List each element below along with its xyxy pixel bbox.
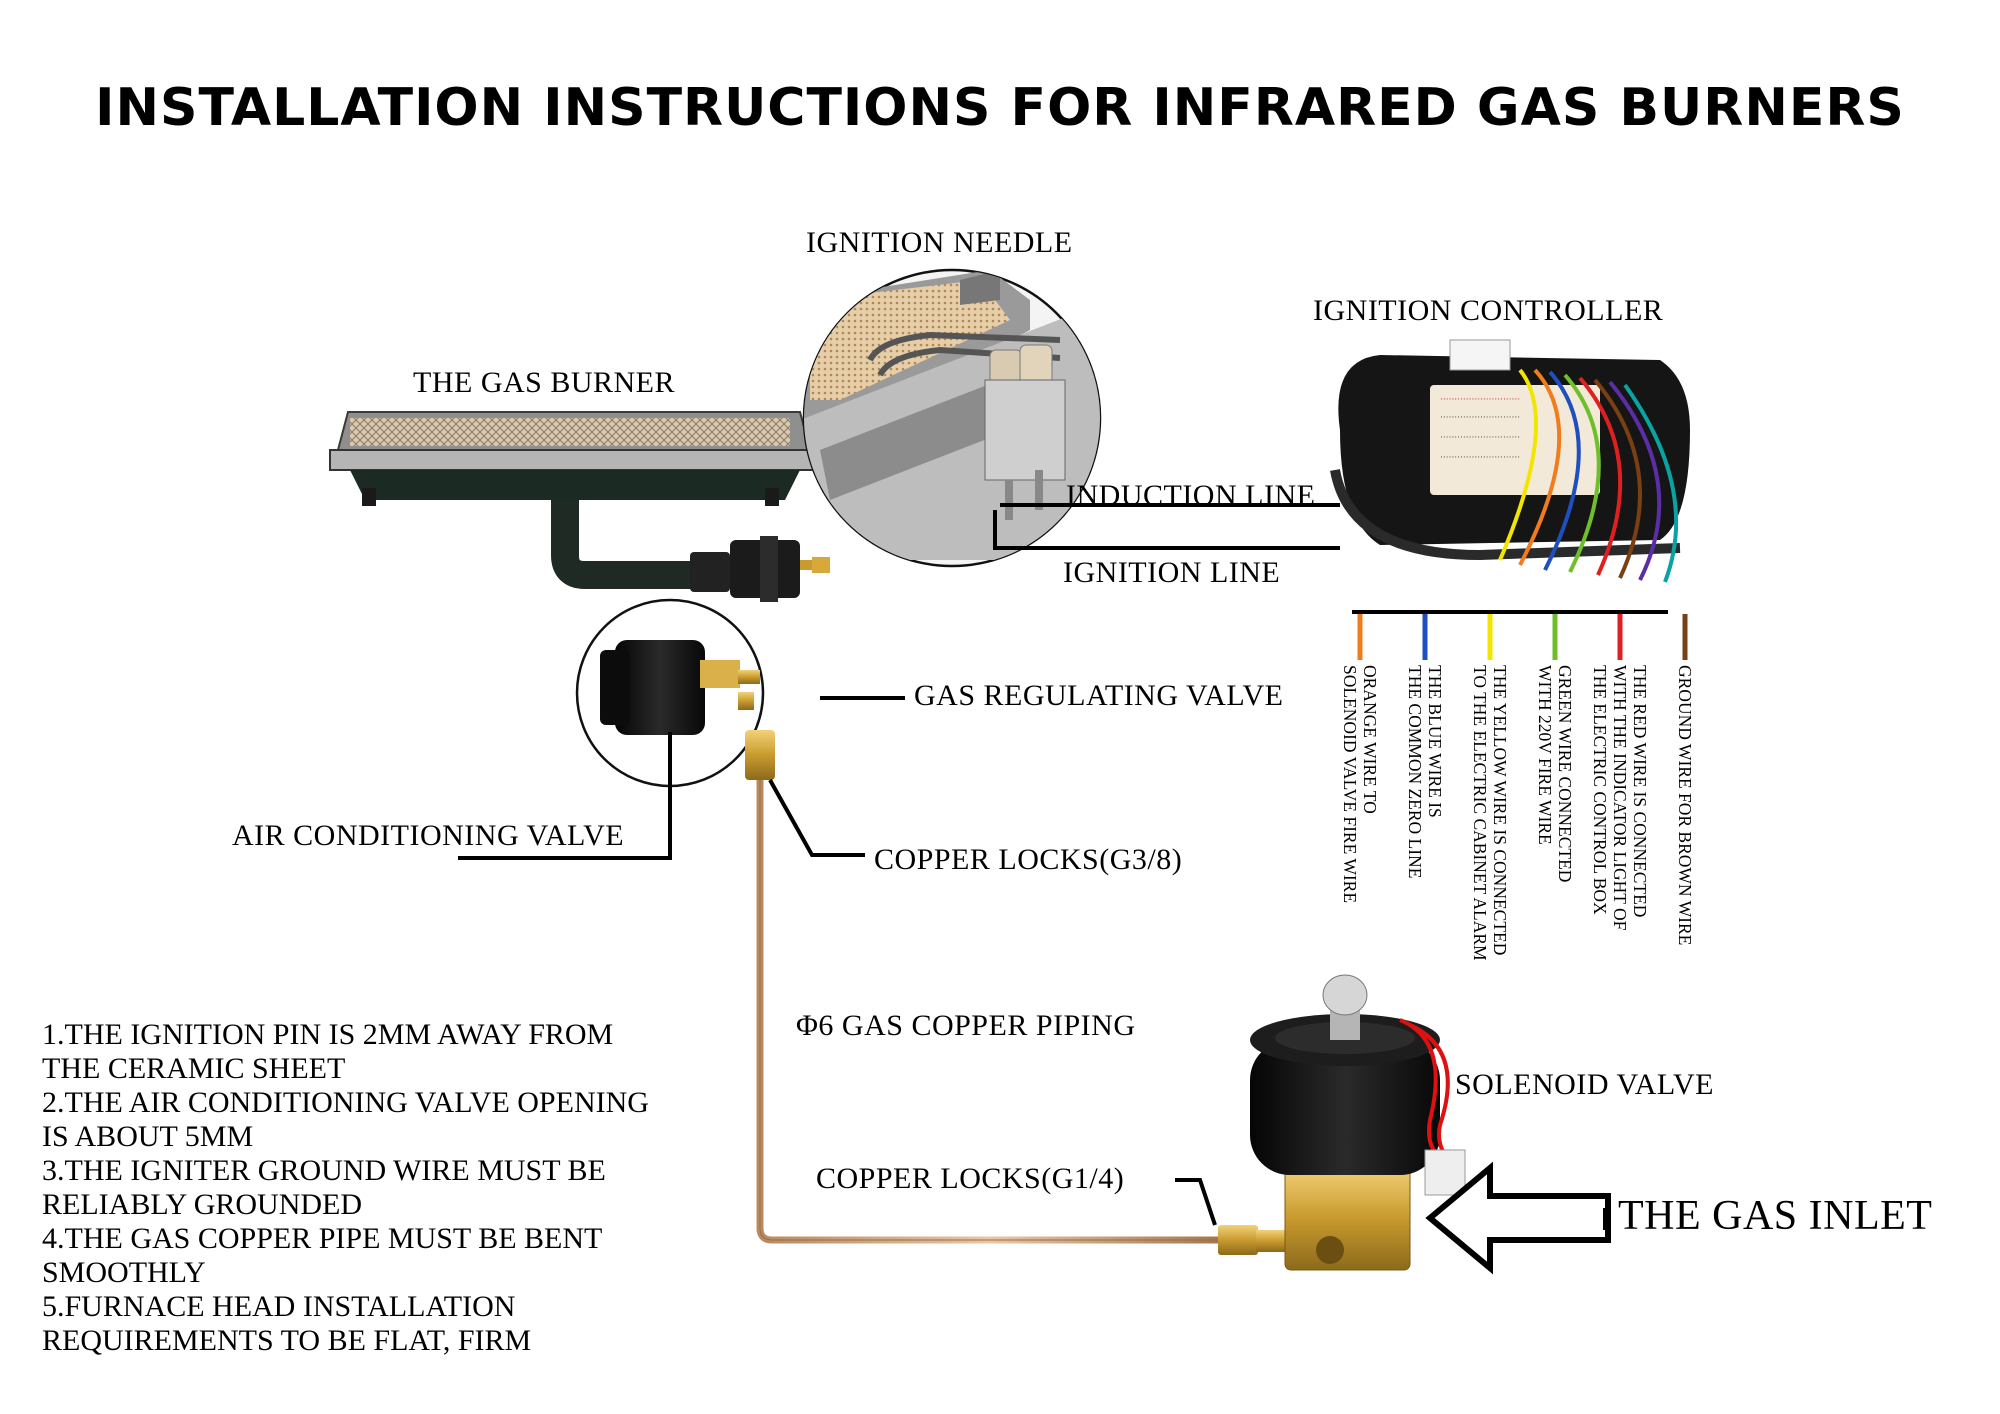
solenoid-valve-label: SOLENOID VALVE: [1455, 1068, 1714, 1101]
induction-line-label: INDUCTION LINE: [1066, 479, 1316, 512]
wire-color-stubs: [1357, 614, 1688, 660]
copper-locks-g14-label: COPPER LOCKS(G1/4): [816, 1162, 1125, 1195]
wire-label-line: THE BLUE WIRE IS: [1425, 665, 1445, 818]
note-line: THE CERAMIC SHEET: [42, 1052, 346, 1085]
wire-label-line: THE YELLOW WIRE IS CONNECTED: [1490, 665, 1510, 956]
copper-locks-g38-label: COPPER LOCKS(G3/8): [874, 843, 1183, 876]
wire-label-line: THE RED WIRE IS CONNECTED: [1630, 665, 1650, 918]
wire-label-5: GROUND WIRE FOR BROWN WIRE: [1675, 665, 1695, 945]
copper-locks-g38-leader: [768, 779, 865, 857]
ignition-controller-image: ···························· ···········…: [1330, 339, 1690, 583]
gas-regulating-valve-image: [575, 598, 765, 788]
wire-label-line: ORANGE WIRE TO: [1360, 665, 1380, 814]
leader-lines: [458, 503, 1668, 1230]
note-line: IS ABOUT 5MM: [42, 1120, 254, 1153]
ignition-line-leader: [993, 510, 1340, 550]
note-line: 4.THE GAS COPPER PIPE MUST BE BENT: [42, 1222, 603, 1255]
wire-label-line: WITH 220V FIRE WIRE: [1535, 665, 1555, 845]
note-line: REQUIREMENTS TO BE FLAT, FIRM: [42, 1324, 532, 1357]
note-line: 2.THE AIR CONDITIONING VALVE OPENING: [42, 1086, 649, 1119]
gas-burner-label: THE GAS BURNER: [413, 366, 676, 399]
gas-regulating-valve-label: GAS REGULATING VALVE: [914, 679, 1284, 712]
svg-text:····························: ····························: [1440, 395, 1520, 405]
note-line: 1.THE IGNITION PIN IS 2MM AWAY FROM: [42, 1018, 614, 1051]
copper-piping-label: Φ6 GAS COPPER PIPING: [796, 1009, 1136, 1042]
air-conditioning-valve-leader: [458, 732, 672, 860]
copper-pipe: [745, 730, 1286, 1255]
page-title: INSTALLATION INSTRUCTIONS FOR INFRARED G…: [95, 78, 1905, 138]
wire-label-line: THE ELECTRIC CONTROL BOX: [1590, 665, 1610, 915]
svg-text:····························: ····························: [1440, 433, 1520, 443]
svg-text:····························: ····························: [1440, 453, 1520, 463]
wire-label-line: THE COMMON ZERO LINE: [1405, 665, 1425, 879]
gas-burner-image: [329, 411, 830, 602]
note-line: RELIABLY GROUNDED: [42, 1188, 363, 1221]
note-line: 3.THE IGNITER GROUND WIRE MUST BE: [42, 1154, 606, 1187]
gas-inlet-label: THE GAS INLET: [1618, 1193, 1933, 1239]
air-conditioning-valve-label: AIR CONDITIONING VALVE: [232, 819, 625, 852]
ignition-line-label: IGNITION LINE: [1063, 556, 1281, 589]
gas-inlet-arrow: [1425, 1161, 1611, 1275]
wire-label-line: WITH THE INDICATOR LIGHT OF: [1610, 665, 1630, 931]
ignition-needle-image: [802, 268, 1102, 568]
wire-label-line: SOLENOID VALVE FIRE WIRE: [1340, 665, 1360, 904]
copper-locks-g14-leader: [1175, 1178, 1217, 1226]
svg-text:····························: ····························: [1440, 413, 1520, 423]
wire-label-line: TO THE ELECTRIC CABINET ALARM: [1470, 665, 1490, 961]
ignition-needle-label: IGNITION NEEDLE: [806, 226, 1073, 259]
note-line: SMOOTHLY: [42, 1256, 206, 1289]
wire-label-line: GROUND WIRE FOR BROWN WIRE: [1675, 665, 1695, 946]
wire-label-line: GREEN WIRE CONNECTED: [1555, 665, 1575, 883]
note-line: 5.FURNACE HEAD INSTALLATION: [42, 1290, 516, 1323]
ignition-controller-label: IGNITION CONTROLLER: [1313, 294, 1664, 327]
solenoid-valve-image: [1250, 974, 1466, 1271]
